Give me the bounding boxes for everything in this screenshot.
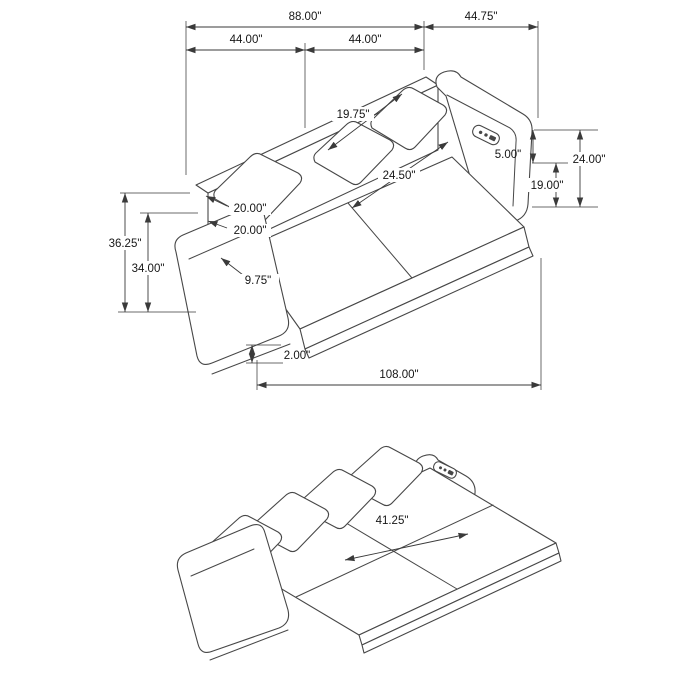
seat-seam — [347, 202, 413, 279]
dimension-line-sleeper-width — [344, 532, 469, 562]
left-armrest — [174, 205, 290, 365]
base-front-face — [304, 246, 534, 359]
dimension-label-seat-depth: 24.50" — [383, 170, 416, 182]
right-armrest-inner-edge — [446, 94, 517, 207]
dimension-label-back-height: 34.00" — [132, 263, 165, 275]
dimension-label-overall-height: 36.25" — [109, 238, 142, 250]
sleeper-left-armrest-inner-edge — [190, 548, 255, 577]
dimension-label-arm-width: 9.75" — [245, 275, 271, 287]
bottom-view-dimensions: 41.25" — [344, 515, 469, 562]
bed-base-face — [361, 552, 562, 654]
dimension-label-overall-length: 108.00" — [379, 369, 418, 381]
dimension-label-right-section: 44.75" — [465, 11, 498, 23]
usb-port-icon-sleeper — [432, 461, 458, 479]
dimension-label-backrest-slope: 19.75" — [337, 109, 370, 121]
dimension-label-seat-right: 44.00" — [349, 34, 382, 46]
sleeper-base-under-arm-edge — [209, 629, 289, 661]
bottom-view-drawing — [176, 445, 562, 661]
leader-arm-width — [220, 257, 244, 276]
dimension-label-base-height: 2.00" — [284, 350, 310, 362]
dimension-label-arm-rise: 5.00" — [495, 149, 521, 161]
extension-lines — [118, 21, 598, 390]
dimension-label-arm-height: 24.00" — [573, 154, 606, 166]
sleeper-left-armrest — [176, 524, 290, 653]
leader-pillow-width — [205, 195, 228, 207]
leader-pillow-height — [207, 220, 228, 229]
usb-port-icon — [472, 124, 500, 146]
dimension-label-seat-left: 44.00" — [230, 34, 263, 46]
dimension-label-pillow-width: 20.00" — [234, 203, 267, 215]
dimension-label-sleeper-width: 41.25" — [376, 515, 409, 527]
dimension-label-pillow-height: 20.00" — [234, 225, 267, 237]
top-view-dimensions: 88.00" 44.75" 44.00" 44.00" 36.25" 34.00… — [104, 11, 610, 390]
dimension-label-back-width: 88.00" — [289, 11, 322, 23]
dimension-label-seat-back-height: 19.00" — [531, 180, 564, 192]
dimension-line-backrest-slope — [327, 93, 403, 151]
